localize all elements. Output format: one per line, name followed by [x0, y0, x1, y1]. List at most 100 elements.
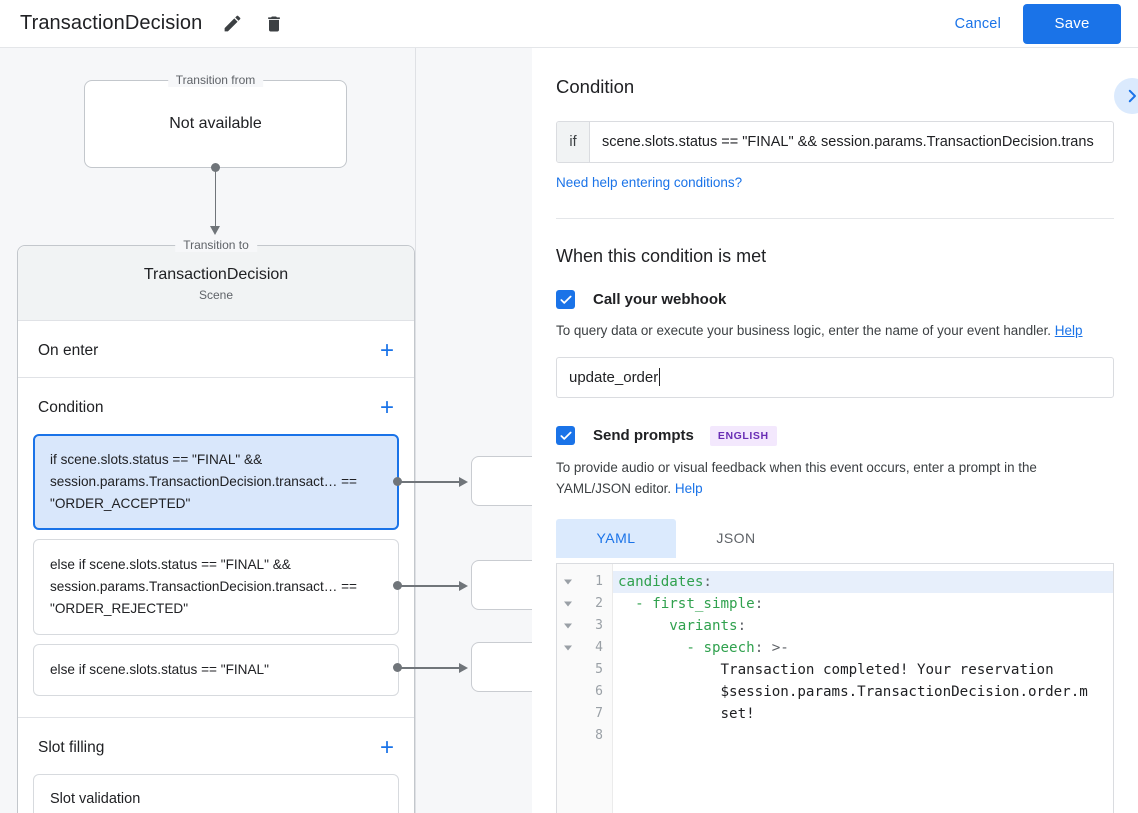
- add-slot-filling-button[interactable]: +: [379, 734, 394, 762]
- fold-triangle-icon[interactable]: [564, 645, 572, 651]
- tab-yaml[interactable]: YAML: [556, 518, 676, 558]
- send-prompts-checkbox[interactable]: [556, 426, 575, 446]
- editor-gutter: 1 2 3 4 5 6 7 8: [557, 563, 613, 813]
- cancel-button[interactable]: Cancel: [943, 8, 1013, 40]
- fold-triangle-icon[interactable]: [564, 579, 572, 585]
- prompts-help-link[interactable]: Help: [674, 480, 703, 496]
- scene-graph-panel: Transition from Not available Transition…: [0, 48, 532, 813]
- gutter-row-8: 8: [557, 725, 612, 747]
- condition-help-row: Need help entering conditions?: [556, 174, 1114, 192]
- line-number: 2: [595, 596, 603, 612]
- slot-validation-item[interactable]: Slot validation: [33, 774, 399, 813]
- condition-item-2[interactable]: else if scene.slots.status == "FINAL": [33, 644, 399, 697]
- editor-format-tabs: YAML JSON: [556, 518, 1114, 558]
- code-line-4[interactable]: - speech: >-: [686, 639, 789, 656]
- text-caret: [659, 368, 661, 387]
- scene-type-label: Scene: [198, 288, 234, 302]
- section-condition: Condition + if scene.slots.status == "FI…: [18, 377, 414, 718]
- detail-divider: [556, 218, 1114, 219]
- transition-from-title: Not available: [169, 115, 262, 132]
- tab-json[interactable]: JSON: [716, 530, 756, 547]
- transition-from-node[interactable]: Transition from Not available: [84, 73, 347, 168]
- trash-icon[interactable]: [262, 12, 286, 36]
- on-enter-title: On enter: [38, 342, 99, 359]
- transition-target-box-0[interactable]: [471, 456, 532, 506]
- prompts-description: To provide audio or visual feedback when…: [556, 458, 1114, 500]
- code-line-7[interactable]: set!: [618, 705, 755, 722]
- gutter-row-4: 4: [557, 637, 612, 659]
- code-line-5[interactable]: Transaction completed! Your reservation: [618, 661, 1054, 678]
- gutter-row-3: 3: [557, 615, 612, 637]
- detail-panel: Condition if scene.slots.status == "FINA…: [532, 48, 1138, 813]
- transition-from-legend: Transition from: [167, 73, 264, 87]
- connector-arrow-down: [209, 226, 220, 235]
- transition-target-box-1[interactable]: [471, 560, 532, 610]
- condition-title: Condition: [38, 399, 104, 416]
- when-condition-met-heading: When this condition is met: [556, 246, 767, 266]
- save-button[interactable]: Save: [1023, 3, 1121, 44]
- code-line-3[interactable]: variants:: [669, 617, 747, 634]
- need-help-conditions-link[interactable]: Need help entering conditions?: [556, 175, 743, 190]
- transition-to-legend: Transition to: [175, 238, 257, 252]
- graph-vertical-divider: [415, 48, 416, 813]
- code-line-8[interactable]: [613, 725, 1113, 747]
- line-number: 5: [595, 662, 603, 678]
- language-badge: ENGLISH: [709, 425, 777, 446]
- edge-dot-1: [393, 581, 402, 590]
- edge-line-1: [400, 585, 462, 587]
- on-enter-header: On enter +: [18, 321, 414, 377]
- condition-detail-section: Condition if scene.slots.status == "FINA…: [532, 48, 1138, 219]
- webhook-description: To query data or execute your business l…: [556, 321, 1114, 342]
- when-condition-met-section: When this condition is met Call your web…: [532, 219, 1138, 813]
- scene-card-header[interactable]: Transition to TransactionDecision Scene: [18, 238, 414, 320]
- add-condition-button[interactable]: +: [379, 394, 394, 421]
- line-number: 4: [595, 640, 603, 656]
- code-line-2[interactable]: - first_simple:: [635, 595, 764, 612]
- edge-arrow-2: [459, 662, 468, 673]
- condition-header: Condition +: [18, 378, 414, 434]
- yaml-editor[interactable]: 1 2 3 4 5 6 7 8 candidates: - first_simple: var…: [556, 562, 1114, 813]
- condition-detail-heading: Condition: [556, 76, 635, 97]
- condition-list: if scene.slots.status == "FINAL" && sess…: [18, 434, 414, 717]
- edge-arrow-0: [459, 476, 468, 487]
- gutter-row-1: 1: [557, 571, 612, 593]
- gutter-row-2: 2: [557, 593, 612, 615]
- top-bar: TransactionDecision Cancel Save: [0, 0, 1138, 48]
- fold-triangle-icon[interactable]: [564, 623, 572, 629]
- event-handler-input[interactable]: update_order: [556, 356, 1114, 398]
- edge-dot-2: [393, 663, 402, 672]
- slot-filling-list: Slot validation: [18, 774, 414, 813]
- slot-filling-header: Slot filling +: [18, 718, 414, 774]
- fold-triangle-icon[interactable]: [564, 601, 572, 607]
- line-number: 7: [595, 706, 603, 722]
- if-prefix-label: if: [557, 122, 590, 162]
- gutter-row-7: 7: [557, 703, 612, 725]
- webhook-help-link[interactable]: Help: [1054, 323, 1083, 338]
- editor-code-area[interactable]: candidates: - first_simple: variants: - …: [613, 564, 1113, 813]
- send-prompts-row: Send prompts ENGLISH: [556, 425, 1114, 446]
- section-slot-filling: Slot filling + Slot validation: [18, 717, 414, 813]
- pencil-icon[interactable]: [220, 12, 244, 36]
- chevron-right-icon[interactable]: [1114, 78, 1138, 114]
- webhook-description-text: To query data or execute your business l…: [556, 323, 1052, 338]
- condition-item-0[interactable]: if scene.slots.status == "FINAL" && sess…: [33, 434, 399, 531]
- prompts-description-text: To provide audio or visual feedback when…: [556, 459, 1037, 496]
- call-webhook-checkbox[interactable]: [556, 290, 575, 309]
- send-prompts-label: Send prompts: [593, 427, 694, 445]
- condition-expression-input[interactable]: scene.slots.status == "FINAL" && session…: [602, 134, 1094, 150]
- edge-dot-0: [393, 477, 402, 486]
- gutter-row-6: 6: [557, 681, 612, 703]
- edge-line-2: [400, 667, 462, 669]
- condition-input-row[interactable]: if scene.slots.status == "FINAL" && sess…: [556, 121, 1114, 163]
- code-line-6[interactable]: $session.params.TransactionDecision.orde…: [618, 683, 1088, 700]
- add-on-enter-button[interactable]: +: [379, 337, 394, 364]
- scene-name: TransactionDecision: [143, 266, 289, 283]
- line-number: 8: [595, 728, 603, 744]
- edge-arrow-1: [459, 580, 468, 591]
- transition-target-box-2[interactable]: [471, 642, 532, 692]
- connector-line-vertical: [214, 167, 216, 230]
- line-number: 1: [595, 574, 603, 590]
- code-line-1[interactable]: candidates:: [613, 570, 1113, 593]
- condition-item-1[interactable]: else if scene.slots.status == "FINAL" &&…: [33, 539, 399, 636]
